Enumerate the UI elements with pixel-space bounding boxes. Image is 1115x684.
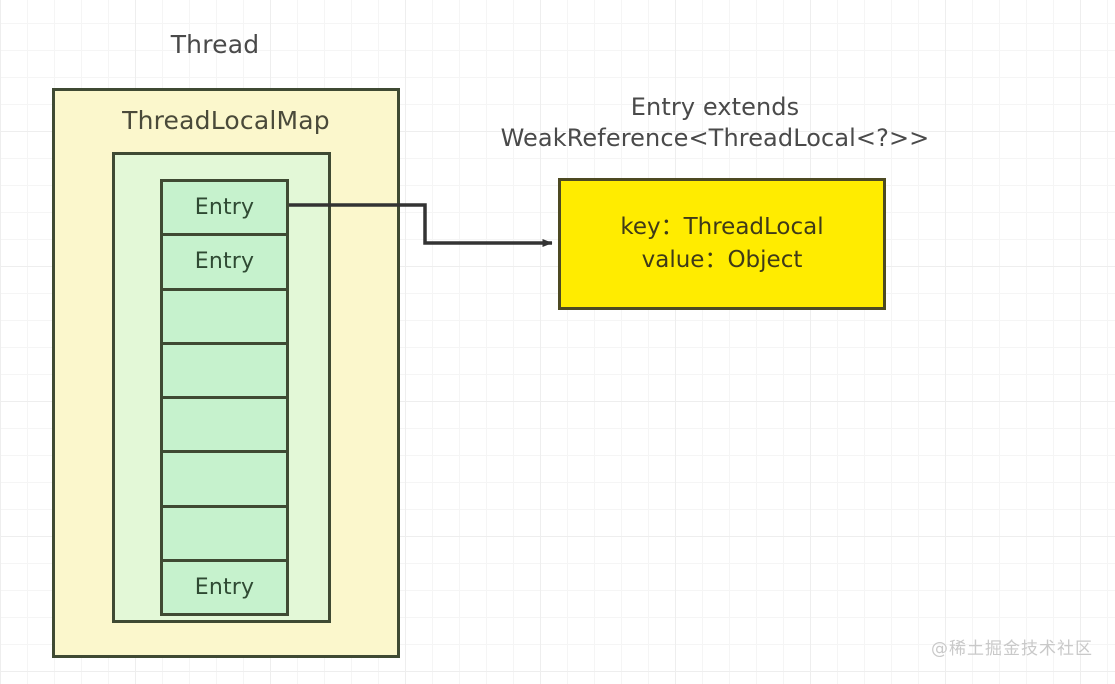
thread-title: Thread (170, 30, 260, 59)
entry-value-line: value：Object (641, 247, 803, 273)
entry-cell (160, 287, 289, 345)
entry-cell (160, 396, 289, 454)
entry-key-line: key：ThreadLocal (620, 214, 824, 240)
threadlocalmap-title: ThreadLocalMap (122, 106, 330, 135)
entry-detail-box: key：ThreadLocal value：Object (558, 178, 886, 310)
entry-cell: Entry (160, 558, 289, 616)
entry-cell: Entry (160, 179, 289, 237)
entry-caption-line-1: Entry extends (630, 93, 800, 121)
entry-table: Entry Entry Entry (160, 179, 289, 616)
watermark: @稀土掘金技术社区 (931, 639, 1093, 659)
entry-detail-caption: Entry extends WeakReference<ThreadLocal<… (470, 92, 960, 154)
entry-cell: Entry (160, 233, 289, 291)
entry-cell (160, 450, 289, 508)
entry-caption-line-2: WeakReference<ThreadLocal<?>> (500, 124, 930, 152)
entry-cell (160, 504, 289, 562)
entry-cell (160, 341, 289, 399)
